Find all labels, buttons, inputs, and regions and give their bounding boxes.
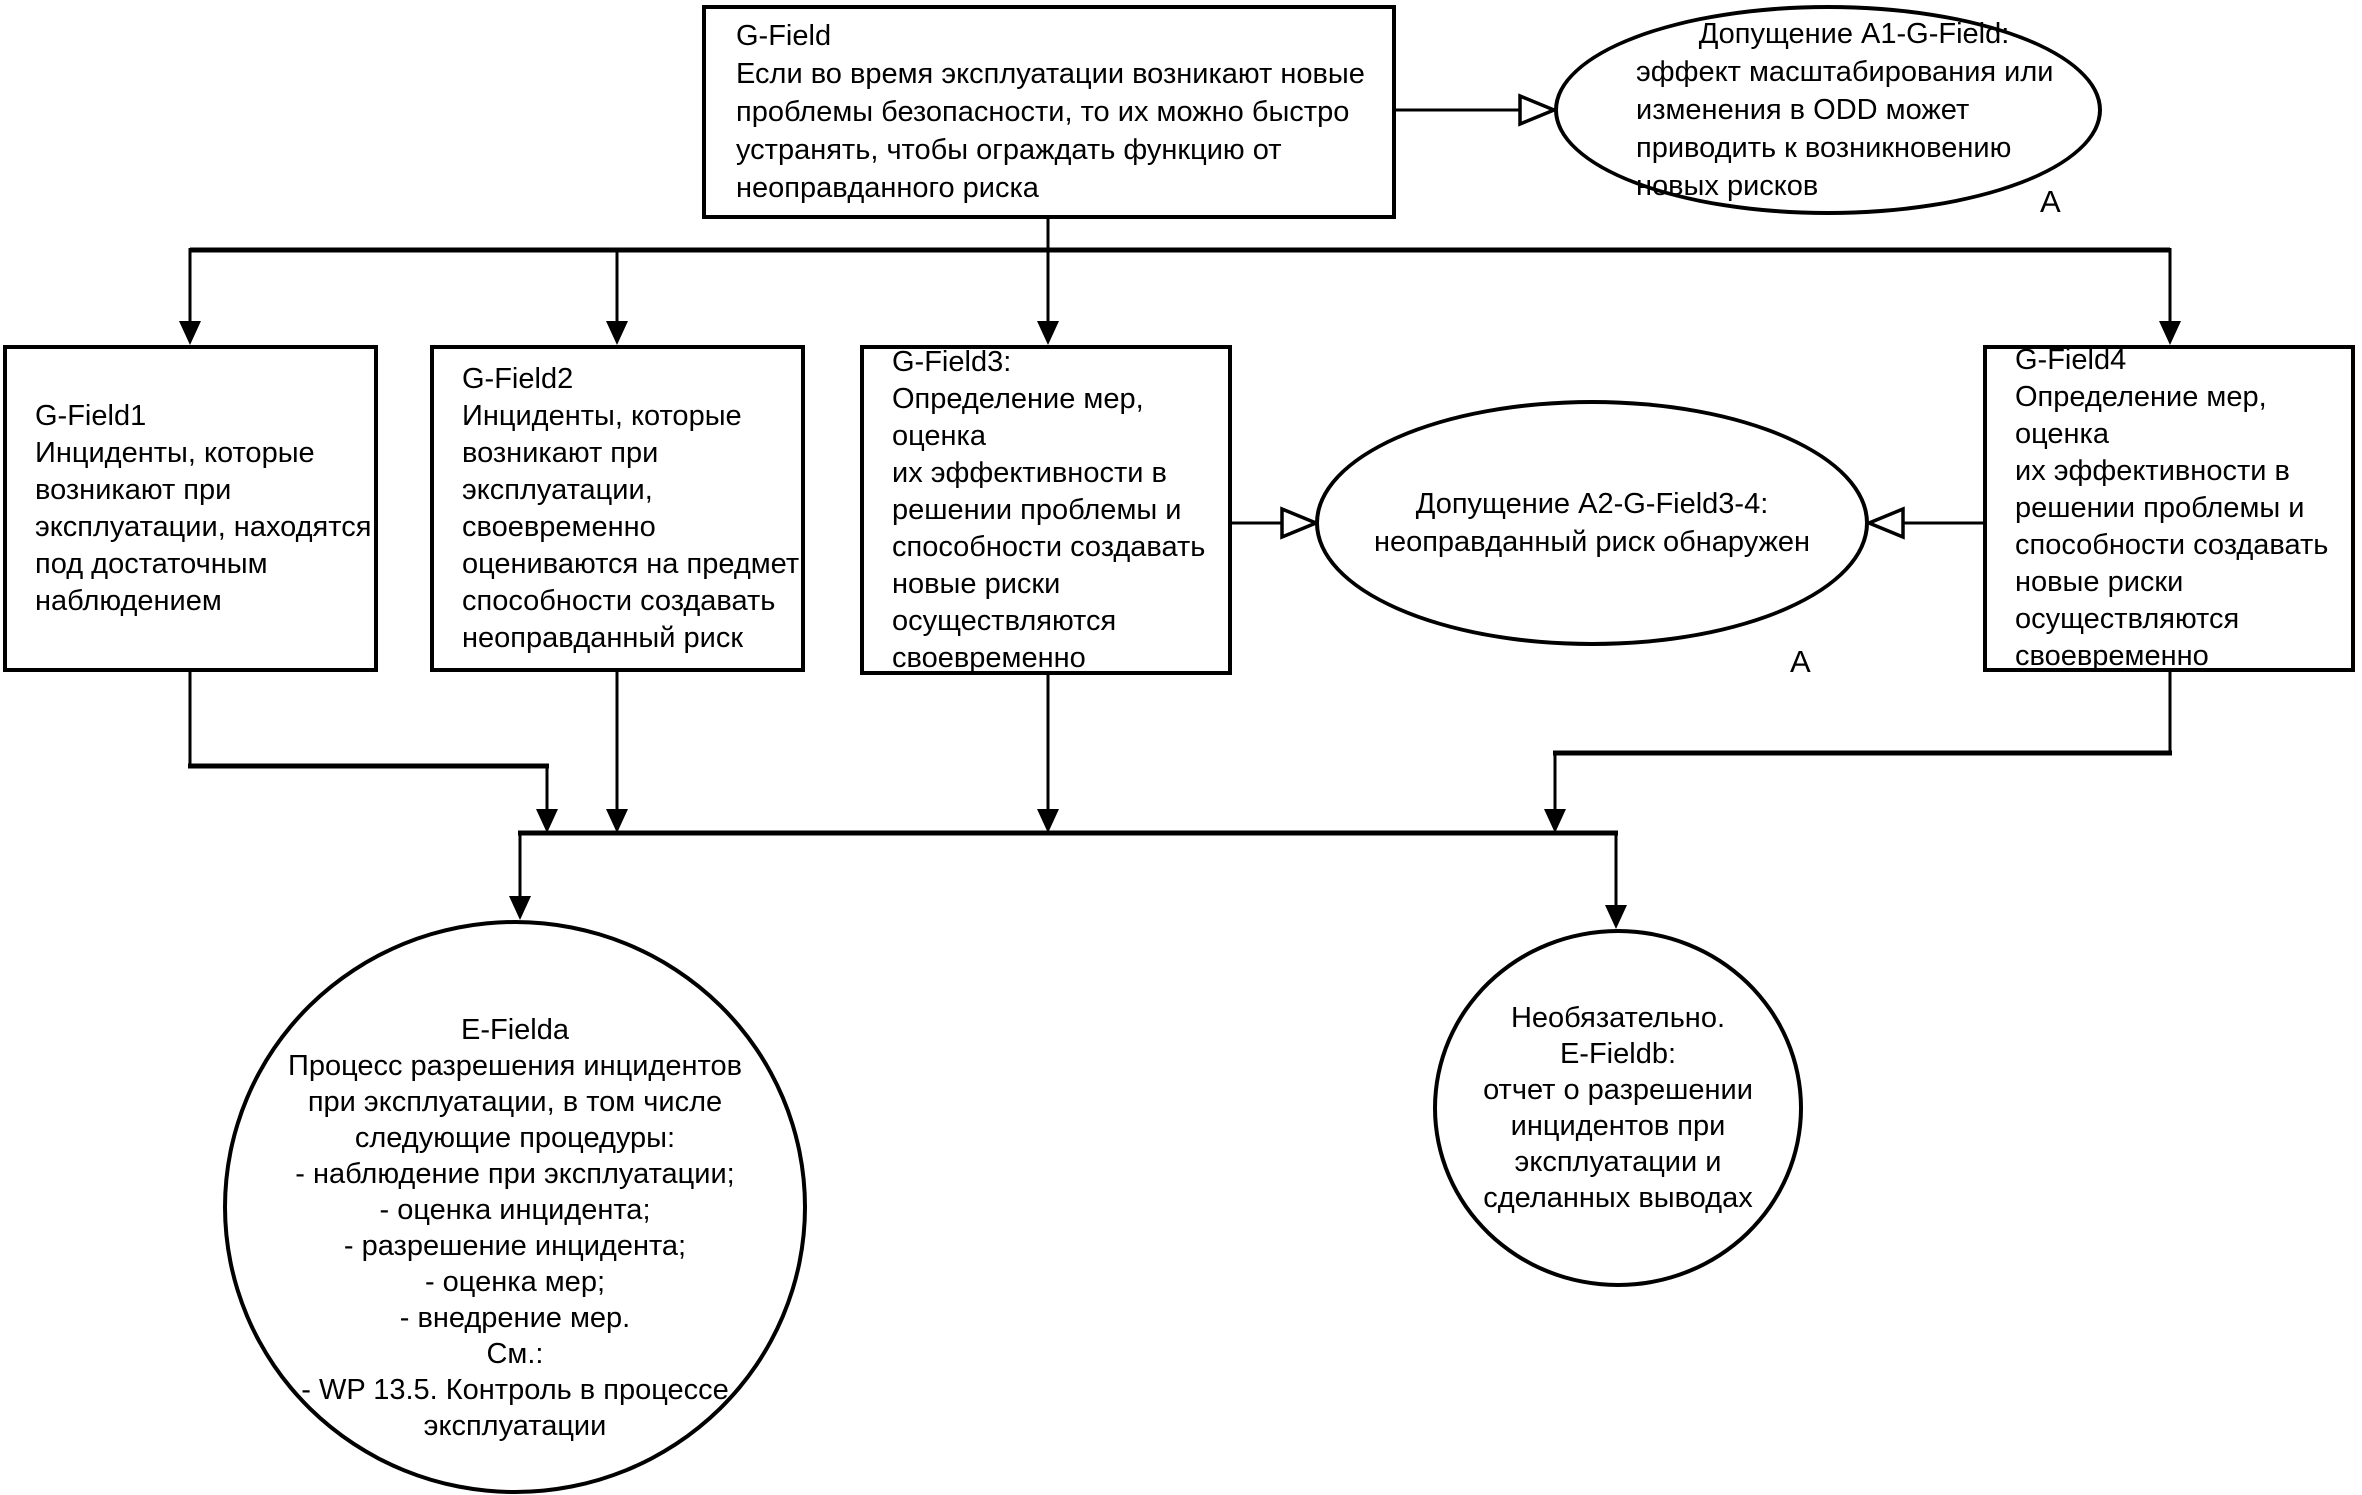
arrowhead-bus-from-gfield2 xyxy=(606,809,628,833)
g-field-text: G-Field Если во время эксплуатации возни… xyxy=(736,20,1365,204)
arrowhead-gfield2 xyxy=(606,321,628,345)
connector-lines xyxy=(188,108,2172,907)
arrowhead-efieldb xyxy=(1605,905,1627,929)
a1-text-block: Допущение A1-G-Field: эффект масштабиров… xyxy=(1636,15,2072,205)
e-fielda-text: E-Fielda Процесс разрешения инцидентов п… xyxy=(287,1014,742,1442)
solid-arrowheads xyxy=(179,321,2181,929)
g-field4-text: G-Field4 Определение мер, оценка их эффе… xyxy=(2015,344,2329,672)
arrowhead-gfield1 xyxy=(179,321,201,345)
node-g-field4: G-Field4 Определение мер, оценка их эффе… xyxy=(1983,344,2355,672)
g-field2-text: G-Field2 Инциденты, которые возникают пр… xyxy=(462,362,800,654)
a1-corner-label: A xyxy=(2040,184,2061,219)
g-field1-text: G-Field1 Инциденты, которые возникают пр… xyxy=(35,399,372,617)
g-field3-text: G-Field3: Определение мер, оценка их эфф… xyxy=(892,345,1206,674)
arrowhead-gfield4 xyxy=(2159,321,2181,345)
node-g-field2: G-Field2 Инциденты, которые возникают пр… xyxy=(430,345,805,672)
arrowhead-efielda xyxy=(509,896,531,920)
hollow-arrowhead-a2-left xyxy=(1280,506,1321,540)
node-g-field3: G-Field3: Определение мер, оценка их эфф… xyxy=(860,345,1232,675)
arrowhead-bus-from-gfield1 xyxy=(536,809,558,833)
node-e-fieldb: Необязательно. E-Fieldb: отчет о разреше… xyxy=(1433,929,1803,1287)
node-assumption-a2: Допущение A2-G-Field3-4: неоправданный р… xyxy=(1315,400,1869,646)
a1-body: эффект масштабирования или изменения в O… xyxy=(1636,56,2054,202)
hollow-arrowhead-a2-right xyxy=(1864,506,1905,540)
a1-title: Допущение A1-G-Field: xyxy=(1698,18,2010,50)
node-e-fielda: E-Fielda Процесс разрешения инцидентов п… xyxy=(223,920,807,1494)
arrowhead-bus-from-gfield4 xyxy=(1544,809,1566,833)
node-g-field: G-Field Если во время эксплуатации возни… xyxy=(702,5,1396,219)
node-g-field1: G-Field1 Инциденты, которые возникают пр… xyxy=(3,345,378,672)
arrowhead-bus-from-gfield3 xyxy=(1037,809,1059,833)
node-assumption-a1: Допущение A1-G-Field: эффект масштабиров… xyxy=(1554,5,2102,215)
arrowhead-gfield3 xyxy=(1037,321,1059,345)
a2-corner-label: A xyxy=(1790,644,1811,679)
e-fieldb-text: Необязательно. E-Fieldb: отчет о разреше… xyxy=(1483,1002,1753,1214)
hollow-arrowheads xyxy=(1280,93,1905,540)
a2-text: Допущение A2-G-Field3-4: неоправданный р… xyxy=(1373,488,1811,558)
hollow-arrowhead-a1 xyxy=(1518,93,1559,127)
